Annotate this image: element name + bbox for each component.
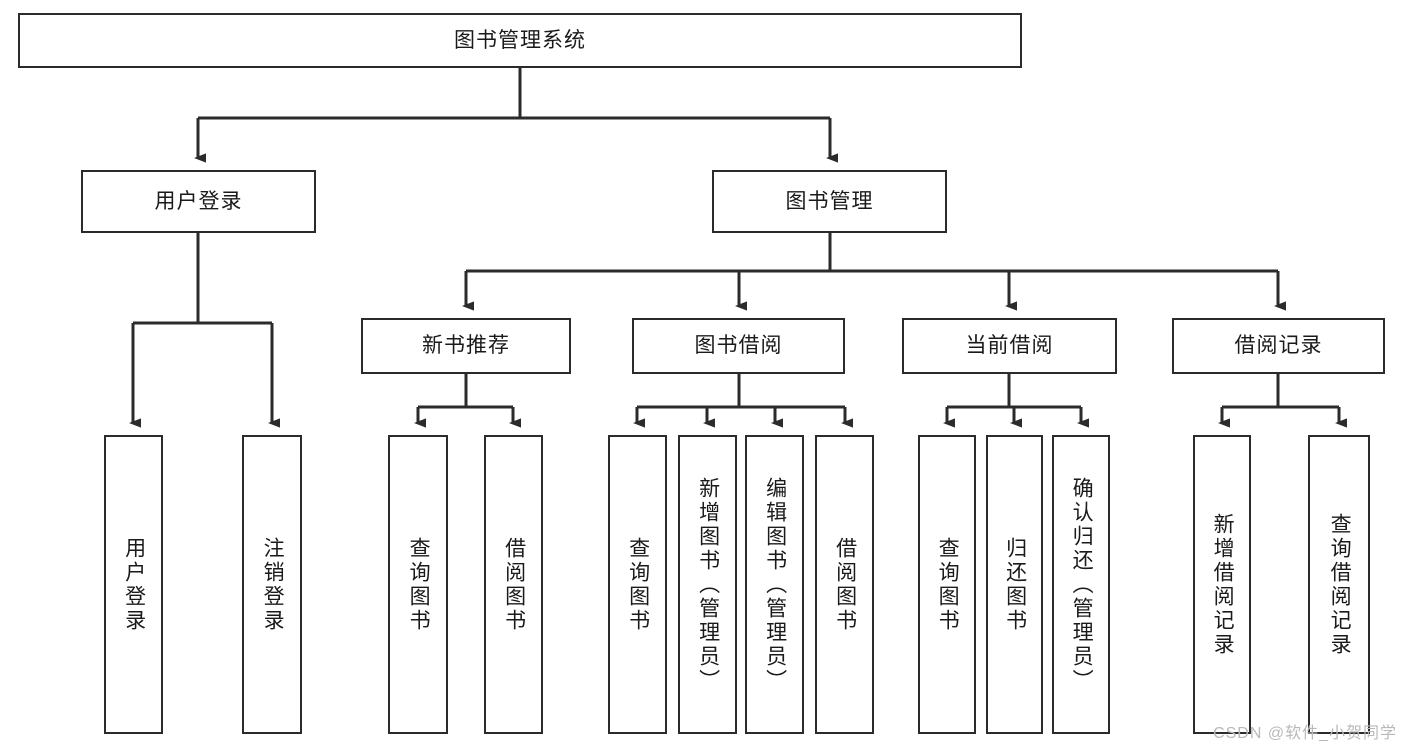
- node-label: 确认归还（管理员）: [1070, 476, 1094, 693]
- leaf-user-login-login[interactable]: 用户登录: [104, 435, 163, 734]
- leaf-current-borrow-query-books[interactable]: 查询图书: [918, 435, 976, 734]
- node-book-borrow[interactable]: 图书借阅: [632, 318, 845, 374]
- node-root-book-management-system[interactable]: 图书管理系统: [18, 13, 1022, 68]
- node-label: 借阅记录: [1234, 334, 1323, 358]
- node-current-borrow[interactable]: 当前借阅: [902, 318, 1117, 374]
- leaf-new-book-query-books[interactable]: 查询图书: [388, 435, 448, 734]
- node-label: 归还图书: [1003, 536, 1027, 633]
- node-label: 注销登录: [261, 536, 285, 633]
- leaf-book-borrow-edit-book-admin[interactable]: 编辑图书（管理员）: [745, 435, 804, 734]
- node-new-book-recommend[interactable]: 新书推荐: [361, 318, 571, 374]
- leaf-current-borrow-confirm-return-admin[interactable]: 确认归还（管理员）: [1052, 435, 1110, 734]
- watermark: CSDN @软件_小贺同学: [1213, 725, 1397, 742]
- leaf-borrow-record-add-record[interactable]: 新增借阅记录: [1193, 435, 1251, 734]
- node-label: 用户登录: [122, 536, 146, 633]
- node-label: 图书借阅: [694, 334, 783, 358]
- leaf-current-borrow-return-books[interactable]: 归还图书: [986, 435, 1043, 734]
- node-label: 图书管理: [785, 189, 874, 213]
- leaf-borrow-record-query-record[interactable]: 查询借阅记录: [1308, 435, 1370, 734]
- node-label: 查询借阅记录: [1328, 512, 1352, 657]
- leaf-book-borrow-add-book-admin[interactable]: 新增图书（管理员）: [678, 435, 737, 734]
- node-user-login[interactable]: 用户登录: [81, 170, 316, 233]
- node-label: 当前借阅: [965, 334, 1054, 358]
- node-book-management[interactable]: 图书管理: [712, 170, 947, 233]
- node-label: 编辑图书（管理员）: [763, 476, 787, 693]
- leaf-user-login-logout[interactable]: 注销登录: [242, 435, 302, 734]
- node-label: 新书推荐: [422, 334, 510, 358]
- node-label: 借阅图书: [502, 536, 526, 633]
- node-label: 新增借阅记录: [1211, 512, 1235, 657]
- leaf-book-borrow-borrow-books[interactable]: 借阅图书: [815, 435, 874, 734]
- node-label: 查询图书: [936, 536, 960, 633]
- node-label: 查询图书: [407, 536, 431, 633]
- leaf-new-book-borrow-books[interactable]: 借阅图书: [484, 435, 543, 734]
- node-label: 借阅图书: [833, 536, 857, 633]
- node-label: 查询图书: [626, 536, 650, 633]
- leaf-book-borrow-query-books[interactable]: 查询图书: [608, 435, 667, 734]
- node-borrow-record[interactable]: 借阅记录: [1172, 318, 1385, 374]
- node-label: 新增图书（管理员）: [696, 476, 720, 693]
- node-label: 图书管理系统: [454, 28, 586, 52]
- node-label: 用户登录: [154, 189, 243, 213]
